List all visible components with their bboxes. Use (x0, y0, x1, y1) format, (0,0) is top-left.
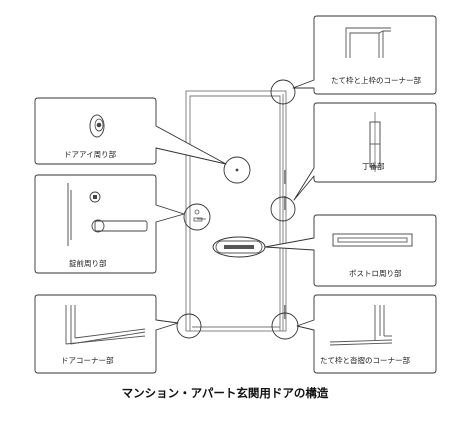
label-peephole: ドアアイ周り部 (64, 150, 117, 159)
detail-bottom-left-corner (65, 305, 146, 345)
label-lock: 錠前周り部 (69, 259, 107, 268)
label-bottom-right-corner: たて枠と沓摺のコーナー部 (320, 356, 410, 365)
door-leaf (189, 95, 281, 331)
highlight-hinge (270, 196, 296, 222)
diagram-caption: マンション・アパート玄関用ドアの構造 (121, 386, 329, 400)
label-hinge: 丁番部 (362, 162, 385, 171)
detail-lock (67, 183, 148, 246)
door-hinge-middle (284, 196, 286, 210)
label-mail-slot: ポストロ周り部 (349, 269, 402, 278)
callout-bottom-right-corner (296, 294, 437, 374)
label-bottom-left-corner: ドアコーナー部 (61, 356, 114, 365)
callout-mail-slot (264, 214, 437, 287)
callout-peephole (34, 97, 227, 165)
door-hinge-lower (284, 305, 286, 319)
callout-top-right-corner (292, 15, 437, 95)
door-hinge-upper (284, 170, 286, 184)
highlight-lock (183, 203, 211, 231)
detail-bottom-right-corner (329, 305, 393, 346)
callout-hinge (293, 102, 437, 201)
door-peephole (235, 168, 239, 172)
door-mail-slot (215, 240, 263, 254)
highlight-bottom-left-corner (176, 313, 202, 339)
label-top-right-corner: たて枠と上枠のコーナー部 (331, 76, 421, 85)
detail-mail-slot (332, 233, 413, 247)
highlight-top-right-corner (270, 79, 296, 105)
door-frame (185, 90, 287, 332)
detail-peephole (89, 114, 105, 138)
detail-hinge (369, 112, 381, 172)
highlight-peephole (223, 156, 251, 184)
detail-corner-frame (345, 27, 391, 58)
door-lock (193, 209, 206, 222)
callout-lock (34, 174, 185, 274)
